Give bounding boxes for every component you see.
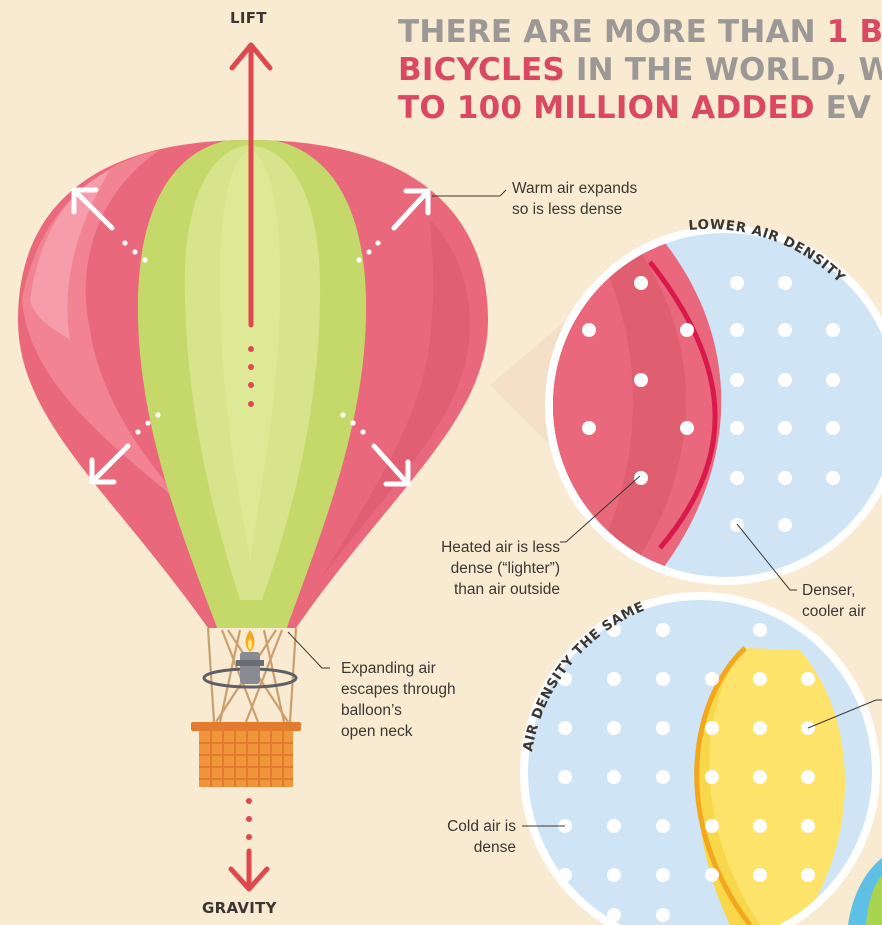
basket	[191, 722, 301, 787]
headline-line-3: TO 100 MILLION ADDED EV	[398, 89, 871, 127]
headline-line-2: BICYCLES IN THE WORLD, W	[398, 51, 882, 89]
burner	[204, 630, 296, 687]
hot-air-balloon	[18, 45, 488, 889]
warm-air-label: Warm air expands so is less dense	[512, 178, 637, 220]
gravity-arrow	[231, 798, 267, 889]
headline-line-1: THERE ARE MORE THAN 1 B	[398, 13, 882, 51]
expanding-air-label: Expanding air escapes through balloon’s …	[341, 658, 456, 742]
lift-label: LIFT	[230, 9, 267, 27]
denser-air-label: Denser, cooler air	[802, 580, 866, 622]
lower-density-magnifier: LOWER AIR DENSITY	[490, 217, 882, 585]
gravity-label: GRAVITY	[202, 899, 277, 917]
leader-warm-air	[432, 190, 506, 196]
heated-air-label: Heated air is less dense (“lighter”) tha…	[396, 537, 560, 600]
same-density-magnifier: AIR DENSITY THE SAME	[515, 590, 882, 925]
cold-air-label: Cold air is dense	[400, 816, 516, 858]
